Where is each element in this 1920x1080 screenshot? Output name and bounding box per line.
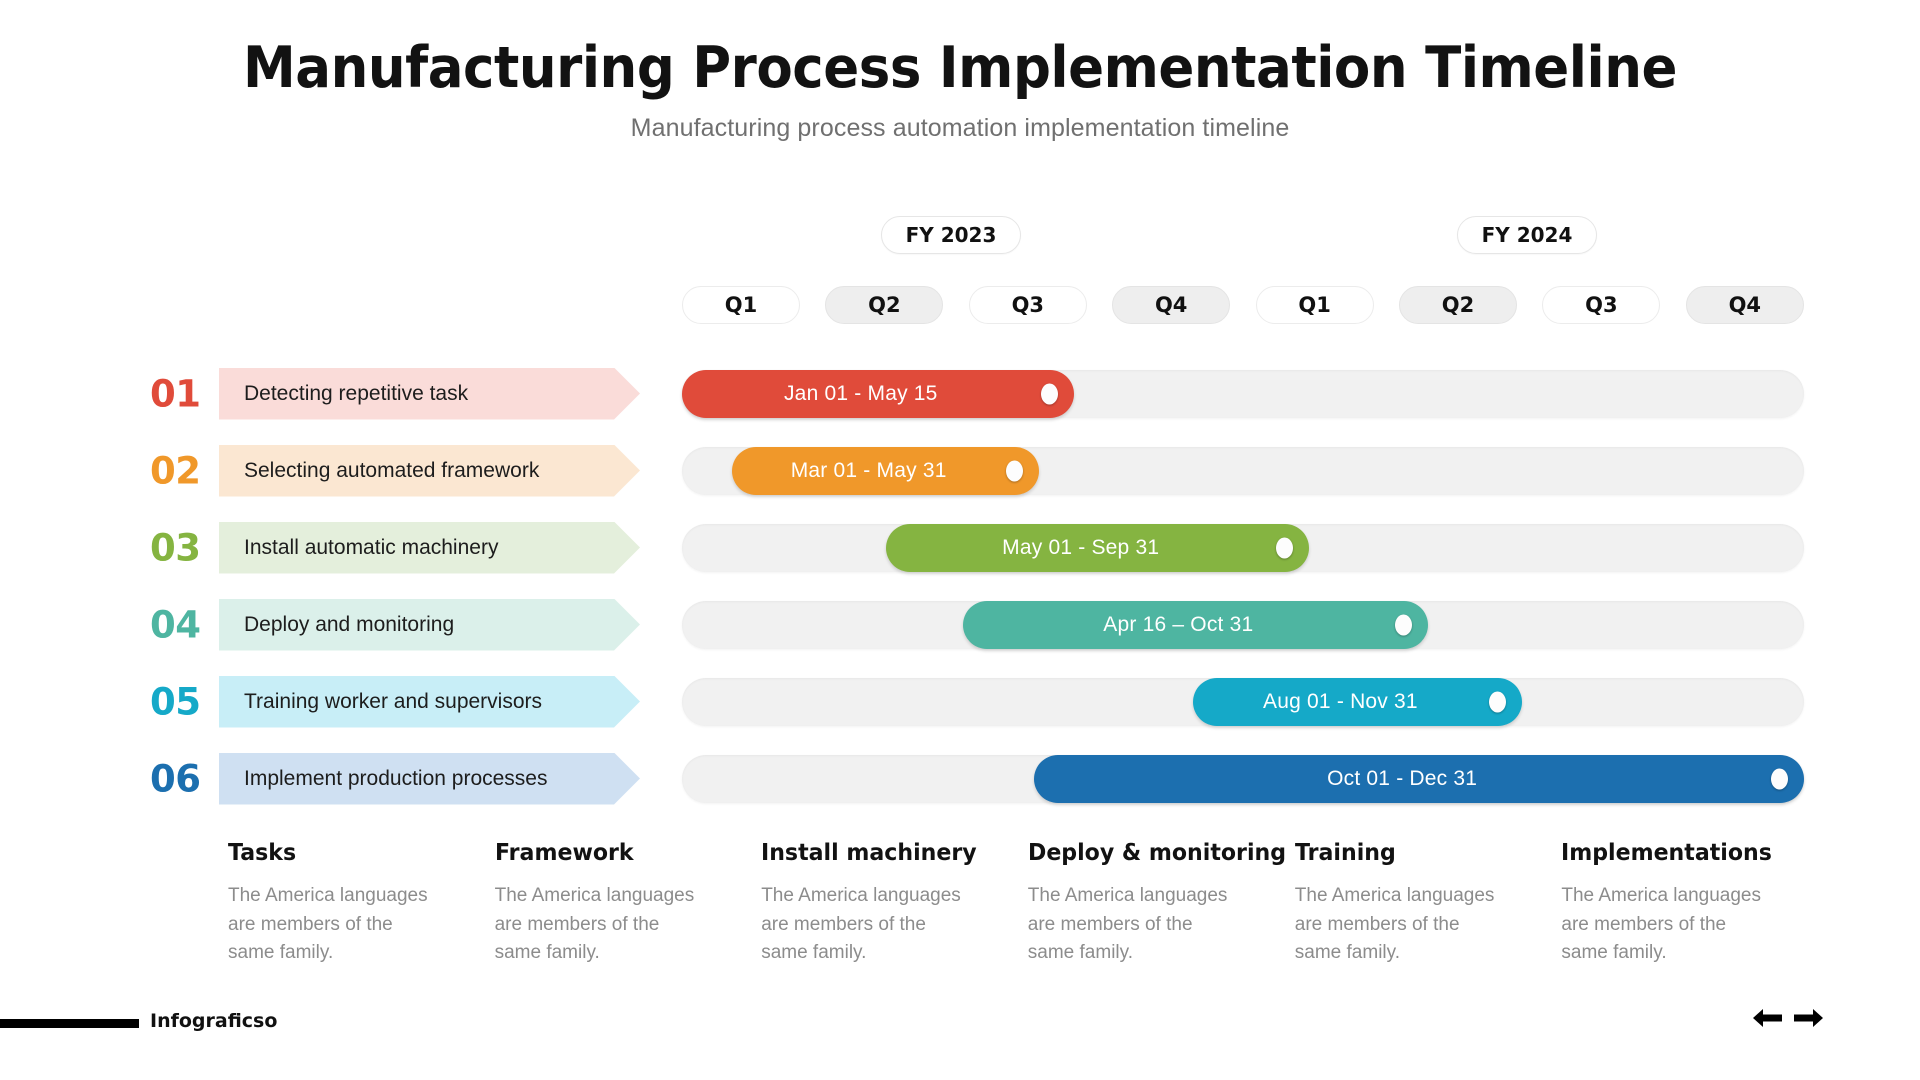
gantt-track: May 01 - Sep 31 [682, 523, 1804, 572]
description-title: Tasks [228, 840, 297, 866]
gantt-bar-handle[interactable] [1770, 768, 1788, 789]
page-subtitle: Manufacturing process automation impleme… [630, 114, 1290, 143]
description-title: Install machinery [761, 840, 977, 866]
gantt-bar[interactable]: May 01 - Sep 31 [886, 523, 1310, 572]
gantt-track: Jan 01 - May 15 [682, 369, 1804, 418]
row-number: 03 [150, 526, 201, 569]
fiscal-year-pill[interactable]: FY 2024 [1457, 216, 1597, 254]
quarter-pill-5[interactable]: Q1 [1255, 286, 1374, 324]
task-label-tag[interactable]: Deploy and monitoring [219, 599, 640, 651]
quarter-pill-4[interactable]: Q4 [1112, 286, 1231, 324]
brand-label: Infograficso [150, 1010, 278, 1032]
quarter-pill-7[interactable]: Q3 [1542, 286, 1661, 324]
description-title: Framework [494, 840, 634, 866]
footer-rule [0, 1019, 139, 1028]
description-body: The America languages are members of the… [1294, 885, 1495, 963]
task-label-tag[interactable]: Selecting automated framework [219, 445, 640, 497]
page-title: Manufacturing Process Implementation Tim… [243, 35, 1677, 101]
gantt-row: 02 Selecting automated framework Mar 01 - … [0, 432, 1920, 509]
gantt-bar-handle[interactable] [1005, 460, 1023, 481]
gantt-row: 03 Install automatic machinery May 01 - Se… [0, 509, 1920, 586]
task-label-tag[interactable]: Training worker and supervisors [219, 676, 640, 728]
description-body: The America languages are members of the… [1027, 885, 1228, 963]
gantt-row: 06 Implement production processes Oct 01 -… [0, 740, 1920, 817]
row-number: 05 [150, 680, 201, 723]
gantt-bar-handle[interactable] [1395, 614, 1413, 635]
quarter-pill-3[interactable]: Q3 [968, 286, 1087, 324]
fiscal-year-pill[interactable]: FY 2023 [881, 216, 1021, 254]
gantt-bar[interactable]: Jan 01 - May 15 [682, 369, 1074, 418]
gantt-bar-handle[interactable] [1276, 537, 1294, 558]
quarter-pill-8[interactable]: Q4 [1685, 286, 1804, 324]
description-body: The America languages are members of the… [761, 885, 961, 963]
description-title: Deploy & monitoring [1027, 840, 1286, 866]
gantt-rows: 01 Detecting repetitive task Jan 01 - May … [0, 355, 1920, 817]
row-number: 04 [150, 603, 201, 646]
gantt-bar[interactable]: Mar 01 - May 31 [732, 446, 1039, 495]
gantt-bar[interactable]: Aug 01 - Nov 31 [1192, 677, 1523, 726]
gantt-bar-label: Oct 01 - Dec 31 [1327, 766, 1478, 790]
quarter-pill-1[interactable]: Q1 [682, 286, 800, 324]
gantt-bar-label: Apr 16 – Oct 31 [1103, 612, 1254, 636]
gantt-row: 05 Training worker and supervisors Aug 01 … [0, 663, 1920, 740]
gantt-bar[interactable]: Apr 16 – Oct 31 [962, 600, 1429, 649]
gantt-bar-label: Mar 01 - May 31 [790, 458, 947, 482]
description-body: The America languages are members of the… [228, 885, 428, 963]
fiscal-year-row: FY 2023 FY 2024 [682, 216, 1804, 254]
quarter-pill-2[interactable]: Q2 [825, 286, 944, 324]
quarter-pill-6[interactable]: Q2 [1399, 286, 1517, 324]
gantt-row: 01 Detecting repetitive task Jan 01 - May … [0, 355, 1920, 432]
navigation-arrows [1752, 1006, 1824, 1030]
row-number: 06 [150, 757, 201, 800]
slide-header: Manufacturing Process Implementation Tim… [0, 38, 1920, 143]
gantt-bar[interactable]: Oct 01 - Dec 31 [1034, 754, 1804, 803]
slide-footer: Infograficso [0, 1009, 1920, 1050]
arrow-left-icon[interactable] [1752, 1006, 1783, 1030]
row-number: 01 [150, 372, 201, 415]
arrow-right-icon[interactable] [1793, 1006, 1824, 1030]
gantt-bar-label: May 01 - Sep 31 [1002, 535, 1160, 559]
description-body: The America languages are members of the… [494, 885, 695, 963]
gantt-bar-handle[interactable] [1489, 691, 1507, 712]
task-label-tag[interactable]: Install automatic machinery [219, 522, 640, 574]
gantt-bar-label: Aug 01 - Nov 31 [1263, 689, 1418, 713]
quarter-row: Q1 Q2 Q3 Q4 Q1 Q2 Q3 Q4 [682, 286, 1804, 324]
gantt-track: Oct 01 - Dec 31 [682, 754, 1804, 803]
task-label-tag[interactable]: Implement production processes [219, 753, 640, 805]
description-body: The America languages are members of the… [1561, 885, 1761, 963]
gantt-track: Mar 01 - May 31 [682, 446, 1804, 495]
gantt-bar-label: Jan 01 - May 15 [783, 381, 938, 405]
gantt-row: 04 Deploy and monitoring Apr 16 – Oct 31 [0, 586, 1920, 663]
gantt-bar-handle[interactable] [1040, 383, 1058, 404]
task-label-tag[interactable]: Detecting repetitive task [219, 368, 640, 420]
timeline-scale: FY 2023 FY 2024 Q1 Q2 Q3 Q4 Q1 Q2 Q3 Q4 [682, 216, 1804, 326]
gantt-track: Apr 16 – Oct 31 [682, 600, 1804, 649]
gantt-track: Aug 01 - Nov 31 [682, 677, 1804, 726]
description-title: Training [1294, 840, 1396, 866]
description-title: Implementations [1561, 840, 1773, 866]
row-number: 02 [150, 449, 201, 492]
